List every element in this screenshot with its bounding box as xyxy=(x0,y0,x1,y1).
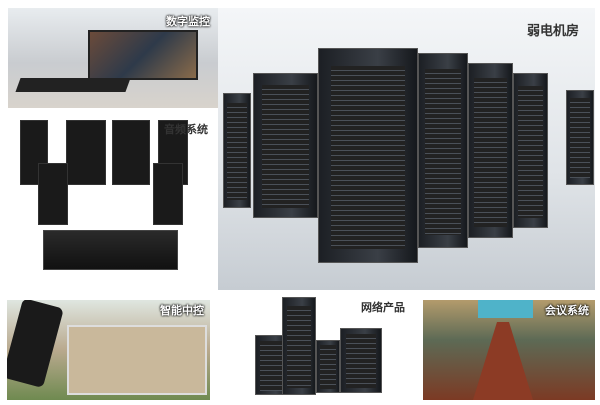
desk xyxy=(15,78,131,92)
tile-label: 弱电机房 xyxy=(526,24,579,39)
speaker xyxy=(112,120,150,185)
speaker xyxy=(38,163,68,225)
network-chassis xyxy=(316,340,340,393)
server-rack xyxy=(253,73,318,218)
tile-audio[interactable]: 音频系统 xyxy=(8,115,218,287)
server-rack xyxy=(318,48,418,263)
network-chassis xyxy=(282,297,316,395)
conference-table xyxy=(473,322,533,400)
server-rack xyxy=(418,53,468,248)
tile-label: 网络产品 xyxy=(361,301,405,314)
network-chassis xyxy=(340,328,382,393)
server-rack xyxy=(223,93,251,208)
tile-label: 数字监控 xyxy=(166,15,210,28)
tile-label: 智能中控 xyxy=(160,304,204,317)
screen xyxy=(478,300,533,318)
server-rack xyxy=(468,63,513,238)
amplifier xyxy=(43,230,178,270)
speaker xyxy=(66,120,106,185)
tile-smart-control[interactable]: 智能中控 xyxy=(7,300,210,400)
speaker xyxy=(153,163,183,225)
house xyxy=(67,325,207,395)
tile-label: 会议系统 xyxy=(545,304,589,317)
tile-label: 音频系统 xyxy=(164,123,208,136)
server-rack xyxy=(566,90,594,185)
phone xyxy=(7,300,64,389)
tile-network[interactable]: 网络产品 xyxy=(220,295,415,400)
video-wall xyxy=(88,30,198,80)
speaker xyxy=(20,120,48,185)
tile-conference[interactable]: 会议系统 xyxy=(423,300,595,400)
server-rack xyxy=(513,73,548,228)
tile-monitoring[interactable]: 数字监控 xyxy=(8,8,218,108)
tile-server-room[interactable]: 弱电机房 xyxy=(218,8,595,290)
